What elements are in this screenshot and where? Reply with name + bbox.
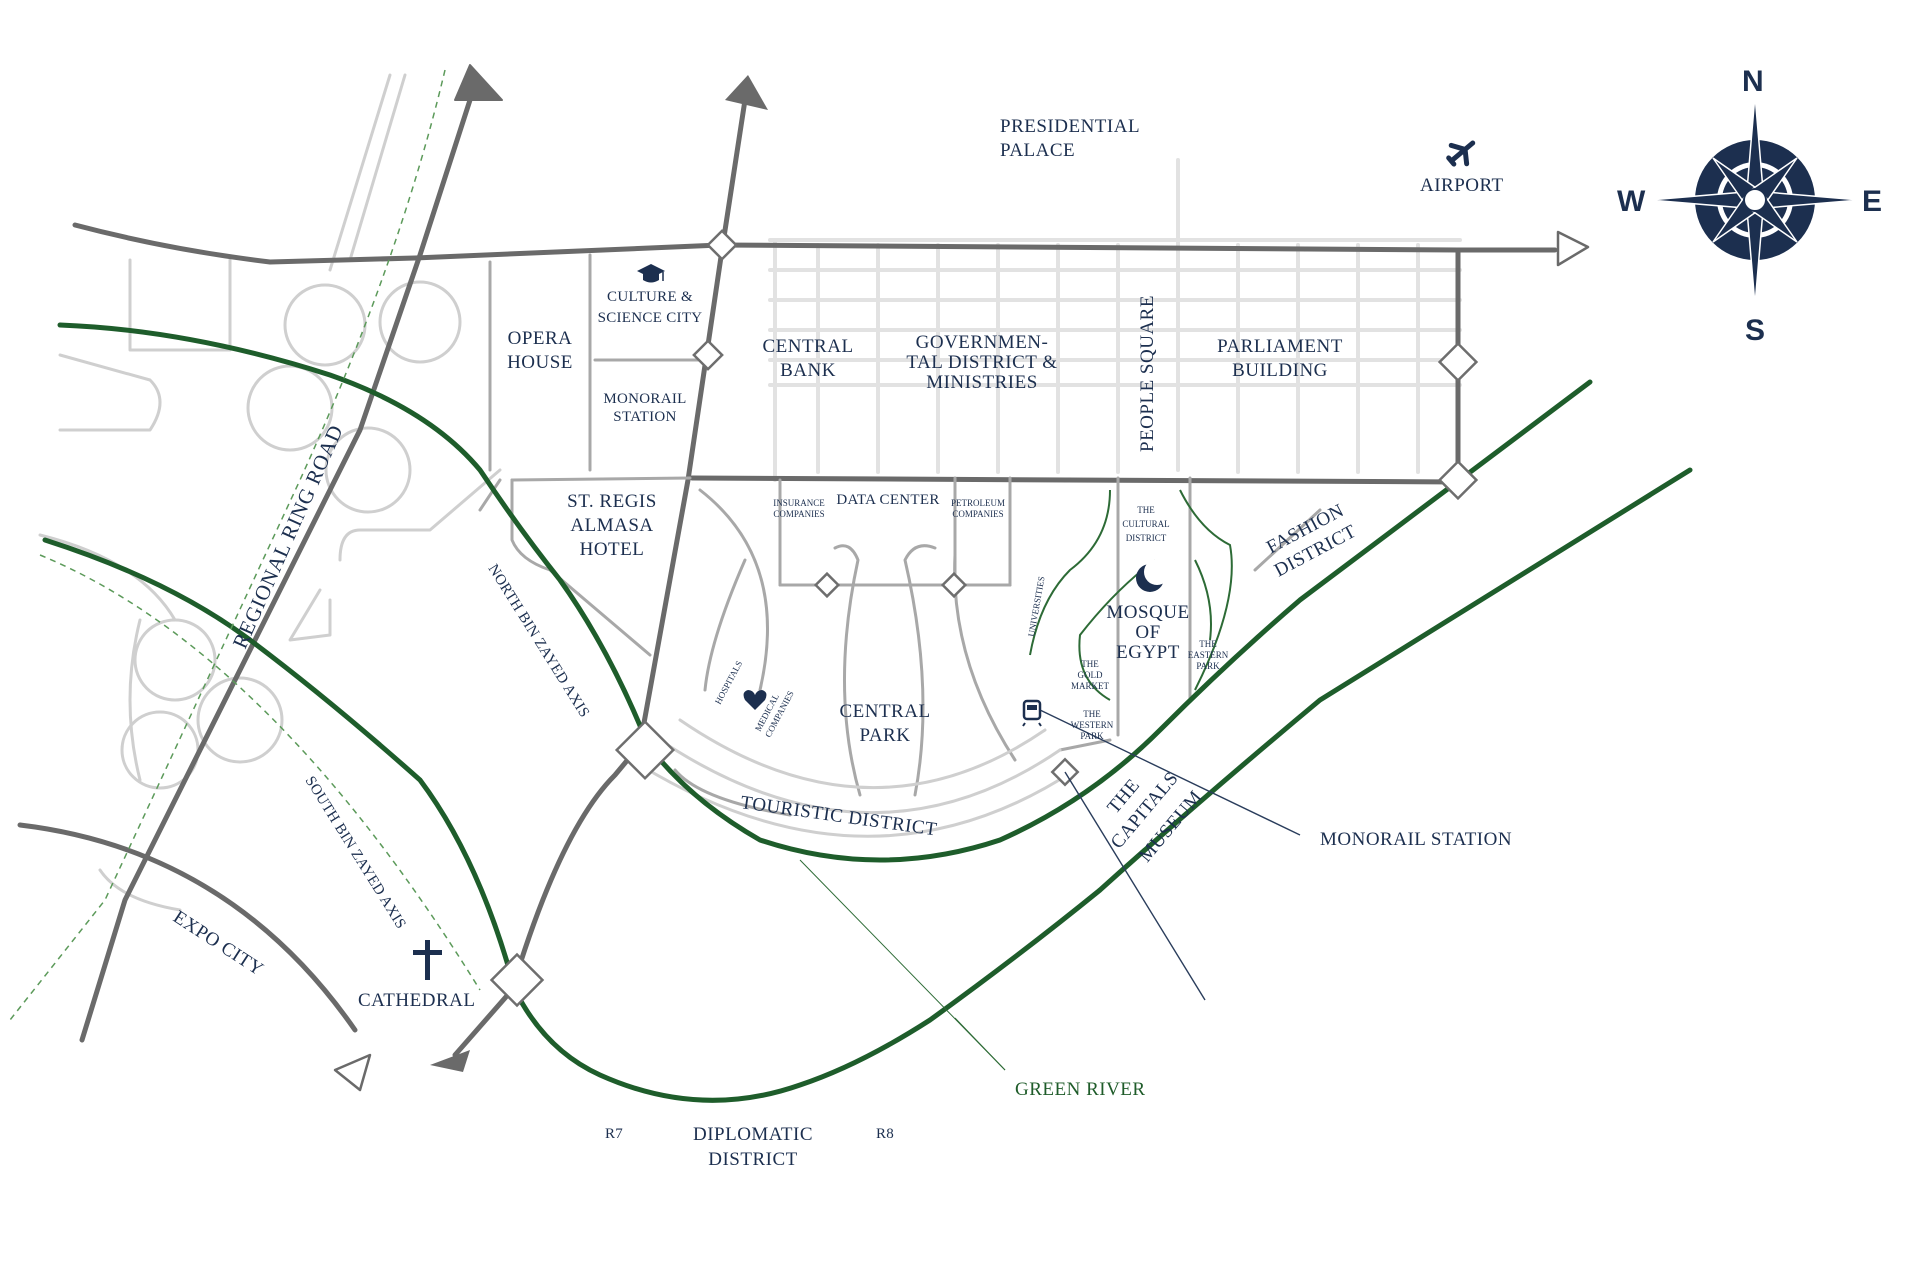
eastern-park-label: THE: [1199, 639, 1217, 649]
cathedral-label: CATHEDRAL: [358, 990, 475, 1011]
faint-street-grid: [768, 158, 1462, 482]
petroleum-companies-label: PETROLEUM: [951, 498, 1005, 508]
governmental-district-label: GOVERNMEN-: [916, 332, 1049, 353]
presidential-palace-label: PRESIDENTIAL: [1000, 116, 1140, 137]
monorail-station-label: MONORAIL STATION: [1320, 829, 1512, 850]
eastern-park-label-3: PARK: [1196, 661, 1220, 671]
map-labels: PRESIDENTIAL PALACE AIRPORT CULTURE & SC…: [169, 116, 1512, 1170]
central-bank-label-2: BANK: [780, 360, 836, 381]
mosque-of-egypt-label-2: OF: [1135, 622, 1160, 643]
main-road-network: [17, 97, 1558, 1058]
diplomatic-district-label: DIPLOMATIC: [693, 1124, 813, 1145]
opera-house-label-2: HOUSE: [507, 352, 573, 373]
st-regis-label: ST. REGIS: [567, 491, 657, 512]
diplomatic-district-label-2: DISTRICT: [708, 1149, 798, 1170]
r7-label: R7: [605, 1126, 623, 1142]
airplane-icon: [1446, 140, 1476, 167]
leader-lines: [799, 709, 1301, 1071]
compass-south-label: S: [1745, 314, 1765, 347]
st-regis-label-2: ALMASA: [570, 515, 653, 536]
culture-science-city-label-2: SCIENCE CITY: [598, 310, 703, 326]
eastern-park-label-2: EASTERN: [1188, 650, 1229, 660]
arrow-head-icon: [725, 75, 768, 110]
parliament-building-label-2: BUILDING: [1232, 360, 1328, 381]
parliament-building-label: PARLIAMENT: [1217, 336, 1343, 357]
touristic-district-label: TOURISTIC DISTRICT: [739, 792, 938, 840]
western-park-label-2: WESTERN: [1071, 720, 1114, 730]
western-road-network: [38, 73, 502, 912]
hospitals-label: HOSPITALS: [713, 659, 744, 706]
north-bin-zayed-axis-label: NORTH BIN ZAYED AXIS: [485, 562, 593, 721]
cultural-district-label-2: CULTURAL: [1122, 519, 1169, 529]
compass-west-label: W: [1617, 185, 1646, 218]
data-center-label: DATA CENTER: [836, 492, 939, 508]
culture-science-city-label: CULTURE &: [607, 289, 693, 305]
heart-icon: [743, 690, 767, 710]
presidential-palace-label-2: PALACE: [1000, 140, 1075, 161]
western-park-label-3: PARK: [1080, 731, 1104, 741]
train-icon: [1022, 699, 1042, 727]
compass-east-label: E: [1862, 185, 1882, 218]
central-bank-label: CENTRAL: [762, 336, 853, 357]
monorail-station-small-label: MONORAIL: [603, 391, 686, 407]
junction-nodes: [489, 229, 1479, 1008]
governmental-district-label-2: TAL DISTRICT &: [906, 352, 1057, 373]
compass-north-label: N: [1742, 65, 1764, 98]
r8-label: R8: [876, 1126, 894, 1142]
compass-rose-icon: [1649, 94, 1861, 306]
green-river-label: GREEN RIVER: [1015, 1079, 1146, 1100]
monorail-station-small-label-2: STATION: [613, 409, 676, 425]
opera-house-label: OPERA: [508, 328, 573, 349]
governmental-district-label-3: MINISTRIES: [926, 372, 1038, 393]
universities-label: UNIVERSITIES: [1026, 576, 1046, 638]
arrow-head-icon: [430, 1050, 470, 1072]
st-regis-label-3: HOTEL: [580, 539, 645, 560]
people-square-label: PEOPLE SQUARE: [1137, 295, 1158, 452]
cultural-district-label: THE: [1137, 505, 1155, 515]
crescent-icon: [1136, 559, 1170, 592]
arrow-head-icon: [333, 1053, 372, 1092]
petroleum-companies-label-2: COMPANIES: [952, 509, 1003, 519]
mosque-of-egypt-label: MOSQUE: [1106, 602, 1189, 623]
central-park-label: CENTRAL: [839, 701, 930, 722]
cross-icon: [413, 940, 442, 980]
cultural-district-label-3: DISTRICT: [1126, 533, 1167, 543]
insurance-companies-label: INSURANCE: [773, 498, 825, 508]
insurance-companies-label-2: COMPANIES: [773, 509, 824, 519]
arrow-head-icon: [1556, 230, 1590, 267]
road-arrows: [333, 64, 1590, 1092]
central-park-label-2: PARK: [860, 725, 911, 746]
mosque-of-egypt-label-3: EGYPT: [1116, 642, 1180, 663]
south-bin-zayed-axis-label: SOUTH BIN ZAYED AXIS: [302, 774, 409, 932]
graduation-cap-icon: [637, 264, 665, 283]
airport-label: AIRPORT: [1420, 175, 1504, 196]
arrow-head-icon: [454, 64, 503, 101]
western-park-label: THE: [1083, 709, 1101, 719]
gold-market-label: THE: [1081, 659, 1099, 669]
gold-market-label-3: MARKET: [1071, 681, 1110, 691]
gold-market-label-2: GOLD: [1078, 670, 1103, 680]
